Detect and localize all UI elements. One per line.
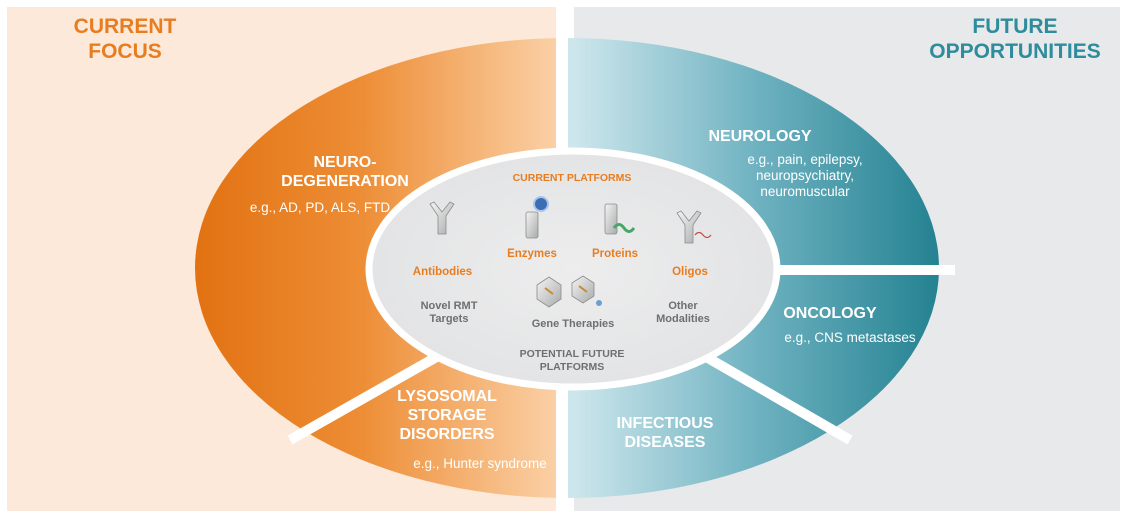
neurodegeneration-title: NEURO- DEGENERATION [281,154,409,190]
platform-enzymes: Enzymes [507,248,557,260]
neurology-subtitle: e.g., pain, epilepsy, neuropsychiatry, n… [747,152,863,199]
infectious-title: INFECTIOUS DISEASES [616,415,714,451]
platform-oligos: Oligos [672,266,708,278]
antibody-icon [429,201,455,235]
platform-proteins: Proteins [591,248,638,260]
protein-icon [604,203,636,235]
future-novel-rmt-targets: Novel RMT Targets [420,300,478,325]
gene-therapy-icon-2 [571,275,602,306]
platform-antibodies: Antibodies [412,266,473,278]
current-focus-title: CURRENT FOCUS [73,15,177,63]
gene-therapy-icon [536,276,562,308]
oligo-icon [676,210,712,244]
future-opportunities-title: FUTURE OPPORTUNITIES [929,15,1101,63]
neurology-title: NEUROLOGY [708,128,812,145]
neurodegeneration-subtitle: e.g., AD, PD, ALS, FTD [249,200,391,215]
potential-future-platforms-title: POTENTIAL FUTURE PLATFORMS [519,348,625,373]
lysosomal-title: LYSOSOMAL STORAGE DISORDERS [397,388,497,443]
lysosomal-subtitle: e.g., Hunter syndrome [413,456,547,471]
enzyme-icon [525,196,549,239]
oncology-subtitle: e.g., CNS metastases [784,330,916,345]
future-gene-therapies: Gene Therapies [531,318,615,330]
future-other-modalities: Other Modalities [656,300,710,325]
current-platforms-title: CURRENT PLATFORMS [512,172,632,184]
platforms-center-ellipse [365,147,781,391]
oncology-title: ONCOLOGY [783,305,877,322]
